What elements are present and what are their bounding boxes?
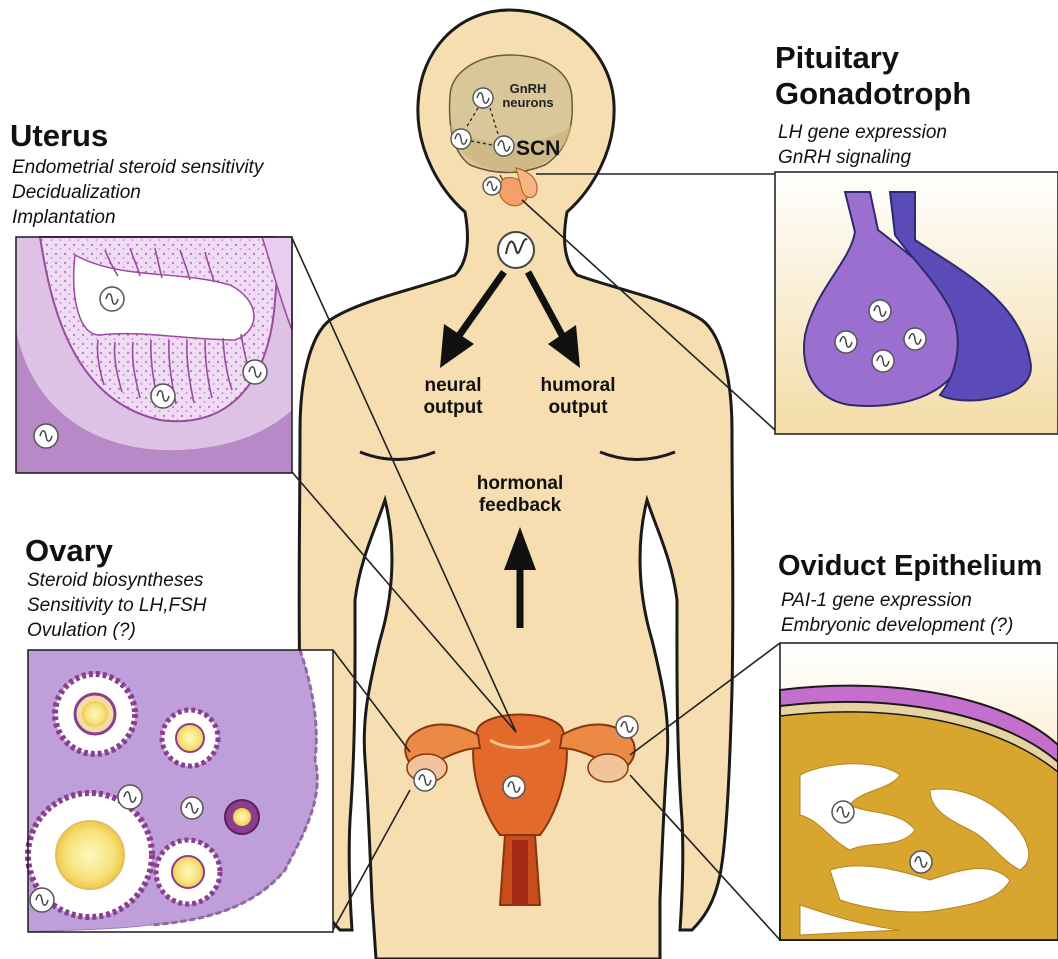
oscillator-icon <box>151 384 175 408</box>
central-oscillator-icon <box>498 232 534 268</box>
oscillator-icon <box>869 300 891 322</box>
oscillator-icon <box>414 769 436 791</box>
oscillator-icon <box>483 177 501 195</box>
oscillator-icon <box>100 287 124 311</box>
ovary-item: Ovulation (?) <box>27 618 136 643</box>
oviduct-item: Embryonic development (?) <box>781 613 1013 638</box>
oviduct-title: Oviduct Epithelium <box>778 548 1042 584</box>
ovary-item: Steroid biosyntheses <box>27 568 203 593</box>
ovary-detail-panel <box>28 650 333 932</box>
oscillator-icon <box>910 851 932 873</box>
oscillator-icon <box>30 888 54 912</box>
oscillator-icon <box>904 328 926 350</box>
uterus-item: Endometrial steroid sensitivity <box>12 155 263 180</box>
pituitary-title: Pituitary Gonadotroph <box>775 40 971 112</box>
uterus-item: Implantation <box>12 205 116 230</box>
gnrh-neurons-label: GnRH neurons <box>488 82 568 110</box>
uterus-title: Uterus <box>10 118 108 154</box>
oviduct-item: PAI-1 gene expression <box>781 588 972 613</box>
oscillator-icon <box>835 331 857 353</box>
oscillator-icon <box>34 424 58 448</box>
neural-output-label: neural output <box>408 375 498 419</box>
ovary-title: Ovary <box>25 533 113 569</box>
oscillator-icon <box>616 716 638 738</box>
pituitary-detail-panel <box>775 172 1058 434</box>
oscillator-icon <box>832 801 854 823</box>
oscillator-icon <box>503 776 525 798</box>
oscillator-icon <box>872 350 894 372</box>
oscillator-icon <box>451 129 471 149</box>
oviduct-detail-panel <box>780 643 1058 940</box>
uterus-item: Decidualization <box>12 180 141 205</box>
pituitary-item: GnRH signaling <box>778 145 911 170</box>
hormonal-feedback-label: hormonal feedback <box>460 473 580 517</box>
ovary-item: Sensitivity to LH,FSH <box>27 593 207 618</box>
scn-label: SCN <box>516 138 560 160</box>
oscillator-icon <box>494 136 514 156</box>
pituitary-item: LH gene expression <box>778 120 947 145</box>
humoral-output-label: humoral output <box>528 375 628 419</box>
oscillator-icon <box>118 785 142 809</box>
oscillator-icon <box>181 797 203 819</box>
oscillator-icon <box>243 360 267 384</box>
